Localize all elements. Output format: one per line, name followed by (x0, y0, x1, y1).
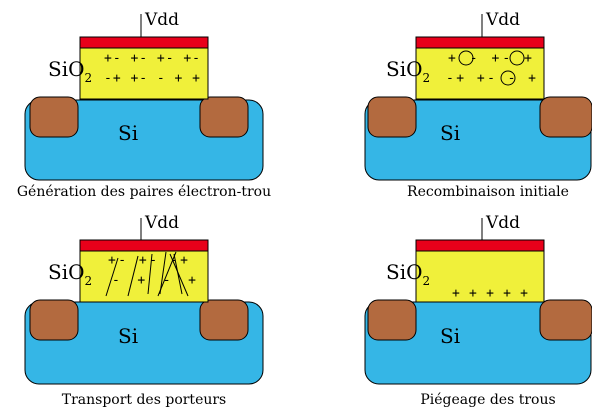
oxide-label: SiO2 (48, 57, 92, 85)
gate-electrode (415, 36, 545, 49)
source-contact (29, 299, 79, 341)
recombination-circle (458, 50, 474, 66)
panel-recombination: Vdd SiO2 Si + - +- + -+ +- - + Recombina… (364, 10, 592, 200)
panel-generation: Vdd SiO2 Si +- +- +- +- -+ +- - + + Géné… (17, 10, 271, 200)
recombination-circle (500, 70, 516, 86)
charges-row-1: +- +- +- +- (104, 51, 200, 66)
arrow-up (173, 253, 183, 295)
silicon-label: Si (118, 121, 138, 145)
carrier-arrows (105, 251, 189, 297)
drain-contact (539, 96, 592, 138)
drain-contact (199, 96, 249, 138)
silicon-label: Si (118, 324, 138, 348)
trapped-holes: + + + + + (452, 286, 528, 301)
arrow-up (147, 253, 153, 295)
drain-contact (539, 299, 592, 341)
charges-row-2: -+ +- - + + (104, 71, 200, 86)
panel-trapping: Vdd SiO2 Si + + + + + Piégeage des trous (364, 213, 592, 408)
oxide-label: SiO2 (386, 57, 430, 85)
charges-row-2: -+ +- - + (446, 71, 536, 86)
arrow-up (159, 251, 167, 295)
vdd-label: Vdd (144, 10, 179, 30)
caption-trapping: Piégeage des trous (420, 392, 555, 408)
source-contact (29, 96, 79, 138)
caption-generation: Génération des paires électron-trou (17, 184, 271, 200)
arrow-down (157, 251, 177, 297)
arrow-down (127, 255, 139, 297)
gate-electrode (79, 36, 209, 49)
silicon-substrate (364, 99, 592, 181)
arrow-down (105, 257, 119, 297)
vdd-label: Vdd (144, 213, 179, 233)
panel-transport: Vdd SiO2 Si +- +- -+ - + - + Transport d… (24, 213, 264, 408)
oxide-layer (79, 46, 209, 100)
drain-contact (199, 299, 249, 341)
oxide-label: SiO2 (386, 260, 430, 288)
vdd-label: Vdd (485, 10, 520, 30)
caption-recombination: Recombinaison initiale (407, 184, 569, 200)
source-contact (367, 96, 417, 138)
oxide-layer (415, 46, 545, 100)
gate-electrode (79, 239, 209, 252)
silicon-label: Si (440, 324, 460, 348)
oxide-label: SiO2 (48, 260, 92, 288)
arrow-down (169, 253, 189, 297)
caption-transport: Transport des porteurs (62, 392, 227, 408)
recombination-circle (509, 50, 525, 66)
gate-electrode (415, 239, 545, 252)
oxide-layer (415, 249, 545, 303)
source-contact (367, 299, 417, 341)
vdd-label: Vdd (485, 213, 520, 233)
silicon-label: Si (440, 121, 460, 145)
